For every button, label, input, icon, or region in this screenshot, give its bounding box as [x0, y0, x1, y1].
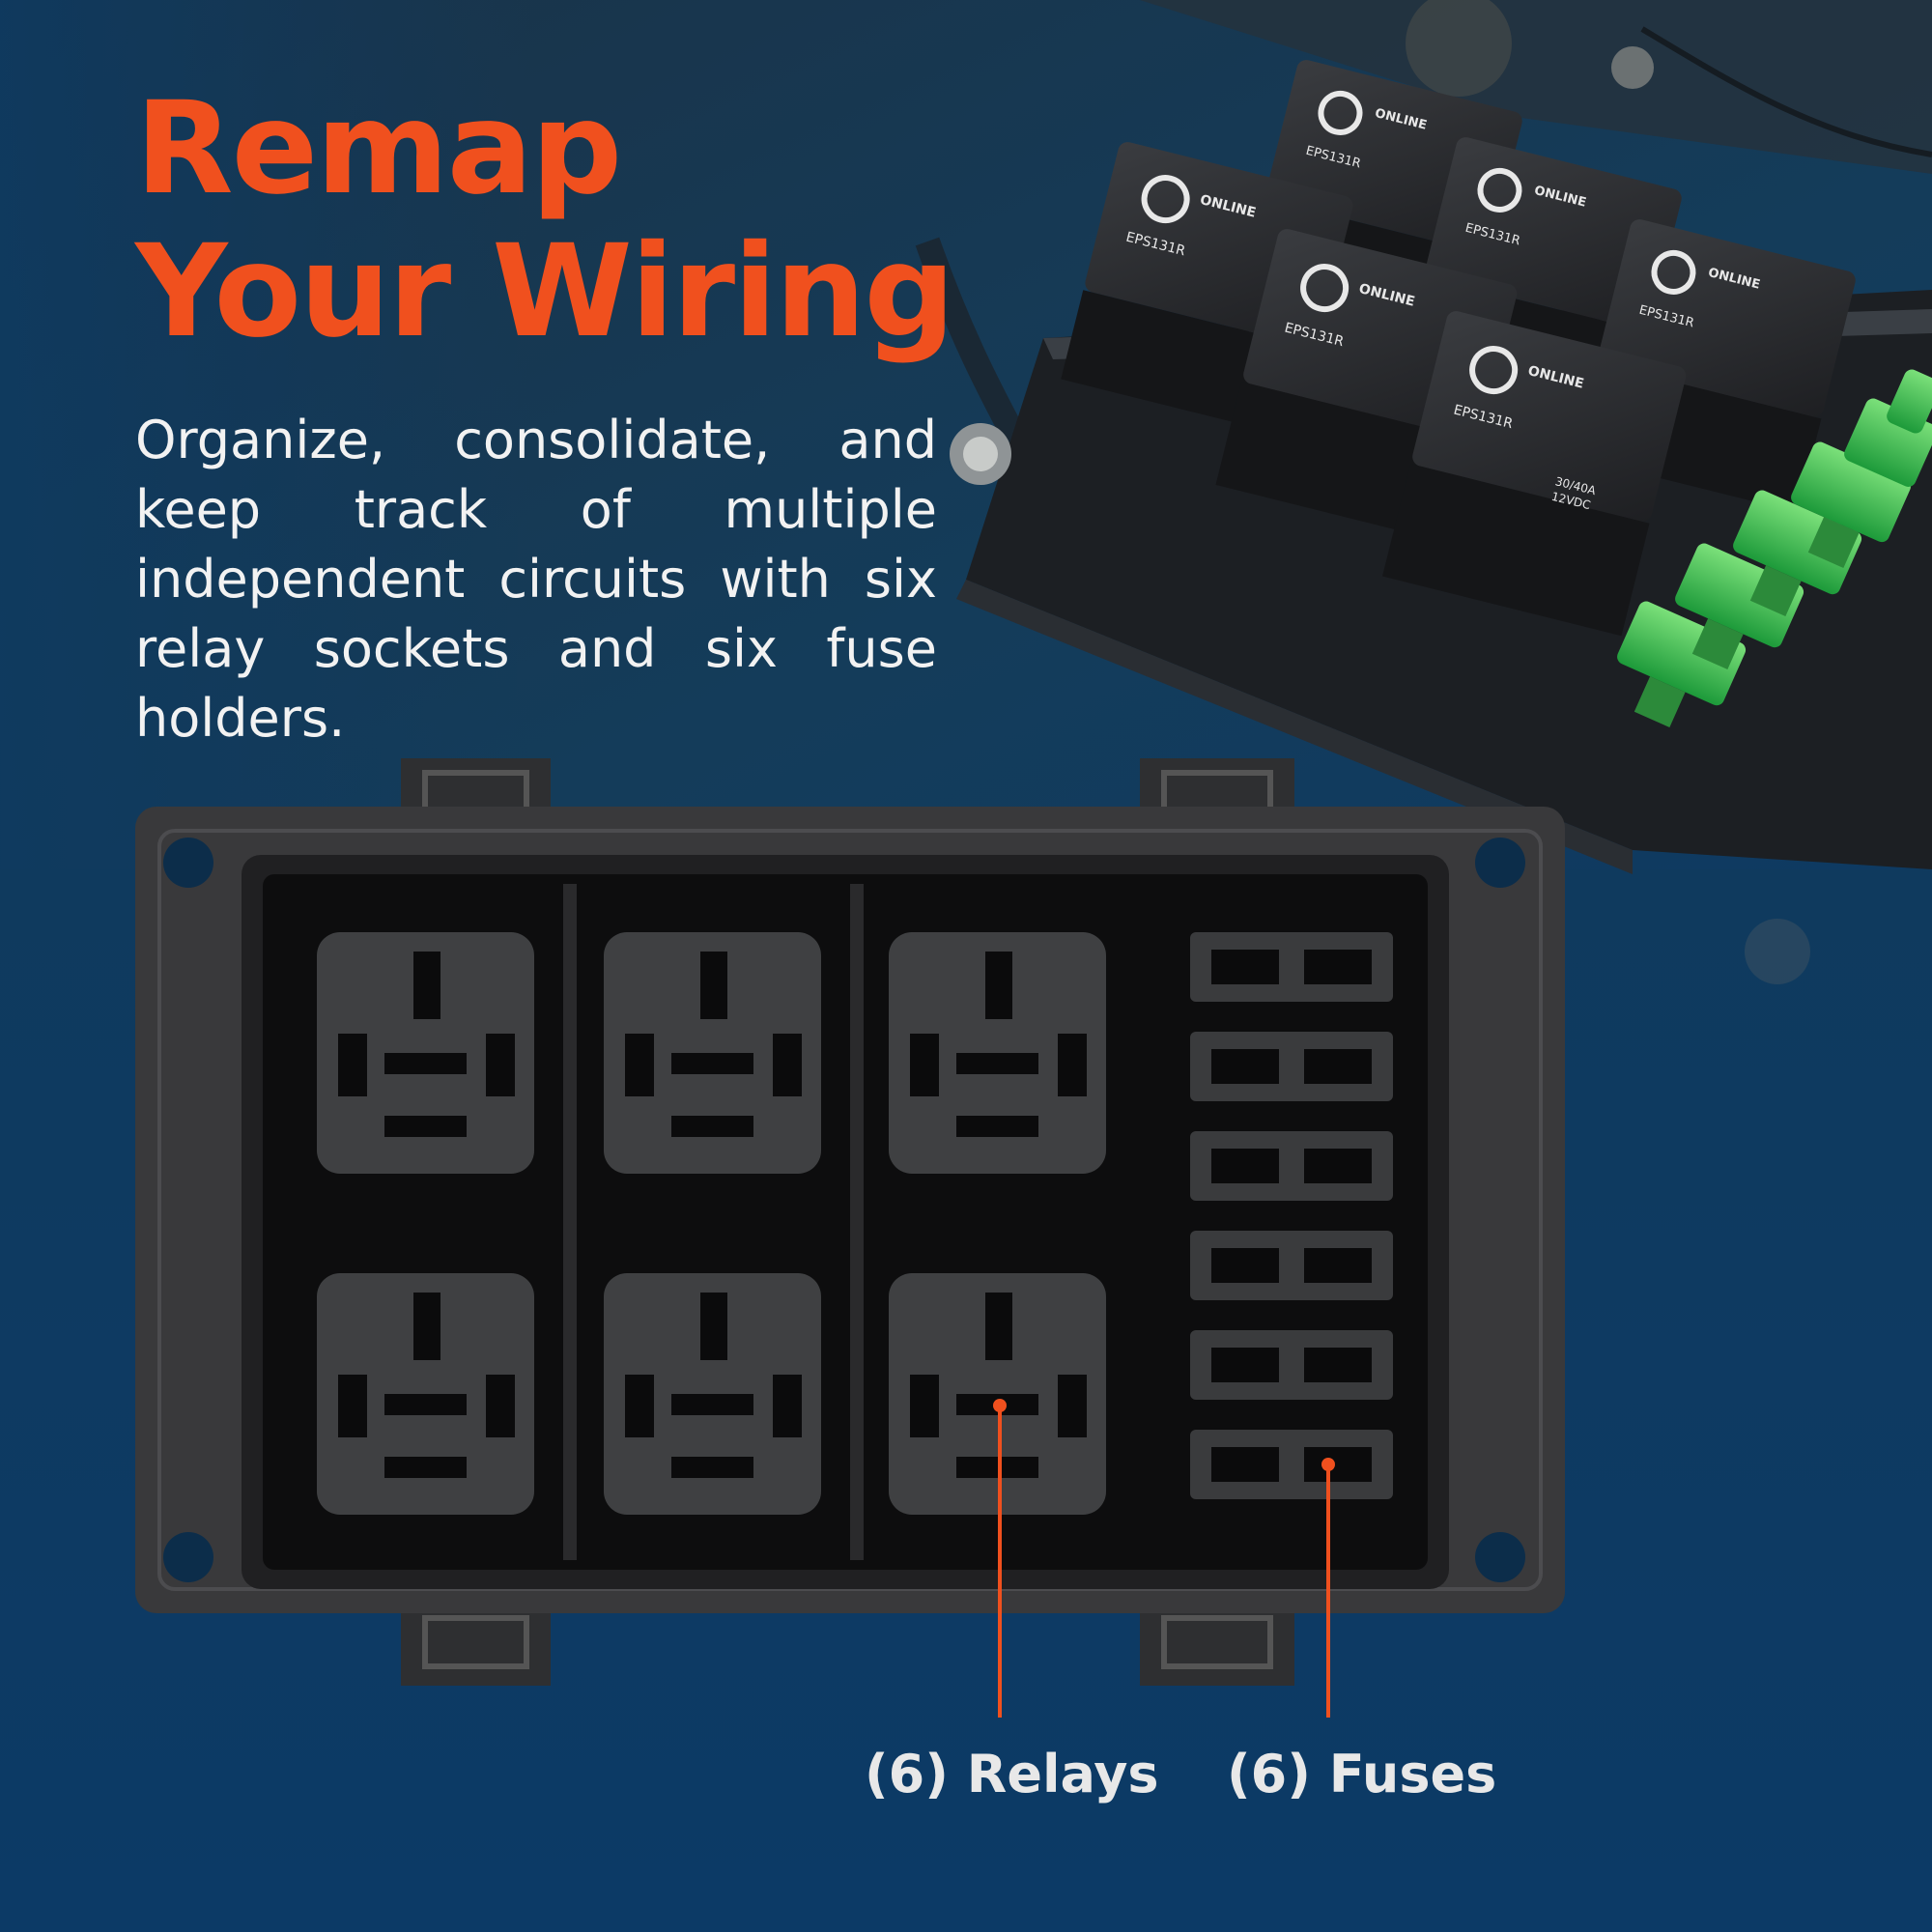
relay-socket	[317, 1273, 534, 1515]
relay-socket	[604, 1273, 821, 1515]
installed-relays: ONLINE EPS131R ONLINE EPS131R ONLINE EPS…	[1061, 60, 1856, 637]
relays-callout: (6) Relays	[865, 1744, 1159, 1804]
fuse-holder	[1190, 1032, 1393, 1101]
fuse-holder	[1190, 932, 1393, 1002]
installed-relay: ONLINE EPS131R 30/40A 12VDC	[1382, 311, 1687, 637]
relay-socket	[604, 932, 821, 1174]
mounting-hole	[163, 1532, 213, 1582]
fuses-callout: (6) Fuses	[1227, 1744, 1497, 1804]
relay-socket	[317, 932, 534, 1174]
relay-sockets	[317, 932, 1106, 1515]
description: Organize, consolidate, and keep track of…	[135, 410, 937, 749]
relays-leader	[993, 1399, 1007, 1718]
headline-line-1: Remap	[135, 74, 622, 223]
blade-fuse	[1887, 369, 1932, 434]
fuse-holder	[1190, 1330, 1393, 1400]
fuse-relay-block	[135, 758, 1565, 1686]
fuse-holders	[1190, 932, 1393, 1499]
relay-socket	[889, 932, 1106, 1174]
installed-fuses	[1617, 369, 1932, 728]
mounting-hole	[1475, 1532, 1525, 1582]
fuse-holder	[1190, 1430, 1393, 1499]
fuses-leader	[1321, 1458, 1335, 1718]
fuse-holder	[1190, 1231, 1393, 1300]
relay-socket	[889, 1273, 1106, 1515]
headline-line-2: Your Wiring	[135, 217, 955, 366]
blade-fuse	[1733, 490, 1862, 617]
fuse-holder	[1190, 1131, 1393, 1201]
headline: Remap Your Wiring	[135, 74, 955, 366]
blade-fuse	[1675, 543, 1804, 670]
mounting-hole	[1475, 838, 1525, 888]
blade-fuse	[1617, 601, 1747, 728]
blade-fuse	[1791, 441, 1911, 569]
mounting-hole	[163, 838, 213, 888]
